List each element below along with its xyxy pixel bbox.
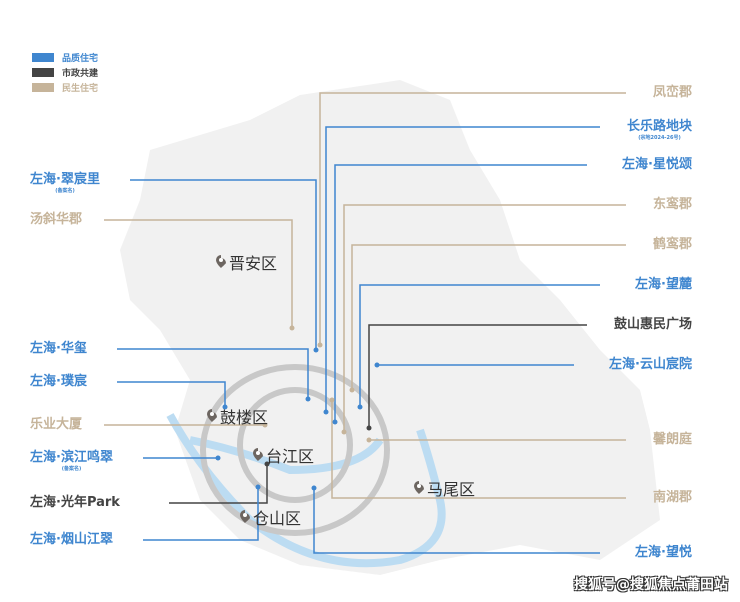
project-label: 左海·滨江鸣翠(备案名) [30, 450, 113, 472]
location-pin-icon [253, 446, 263, 465]
location-pin-icon [240, 508, 250, 527]
leader-line [343, 204, 626, 432]
project-label: 南湖郡 [652, 490, 692, 505]
project-marker [264, 461, 270, 467]
legend-item-livelihood: 民生住宅 [32, 80, 98, 95]
leader-line [331, 400, 626, 499]
project-label: 东鸾郡 [652, 197, 692, 212]
project-label: 左海·云山宸院 [609, 357, 692, 372]
leader-line [368, 324, 587, 428]
leader-line [319, 92, 626, 345]
legend-item-quality: 品质住宅 [32, 50, 98, 65]
district-taijiang: 台江区 [253, 443, 314, 467]
project-marker [215, 455, 221, 461]
leader-line [359, 284, 600, 407]
project-label: 左海·华玺 [30, 341, 87, 356]
project-marker [366, 425, 372, 431]
legend: 品质住宅 市政共建 民生住宅 [32, 50, 98, 95]
project-marker [289, 325, 295, 331]
project-label: 凤峦郡 [652, 85, 692, 100]
project-label: 左海·光年Park [30, 495, 120, 510]
project-marker [323, 409, 329, 415]
ring-road-inner [237, 387, 353, 503]
leader-line [351, 244, 626, 390]
project-label: 汤斜华郡 [30, 212, 83, 227]
leader-line [130, 179, 317, 350]
project-label: 左海·璞宸 [30, 374, 87, 389]
project-label: 左海·翠宸里(备案名) [30, 172, 100, 194]
project-marker [311, 485, 317, 491]
project-label: 鼓山惠民广场 [613, 317, 692, 332]
river [166, 413, 446, 568]
project-label: 乐业大厦 [30, 417, 83, 432]
project-marker [262, 422, 268, 428]
project-label: 馨朗庭 [652, 432, 692, 447]
project-marker [341, 429, 347, 435]
leader-line [325, 126, 600, 412]
district-gulou: 鼓楼区 [207, 404, 268, 428]
project-label: 左海·望悦 [635, 545, 692, 560]
project-marker [374, 362, 380, 368]
location-pin-icon [414, 479, 424, 498]
project-marker [332, 419, 338, 425]
project-label: 左海·星悦颂 [622, 157, 692, 172]
ring-road-outer [200, 364, 390, 536]
leader-line [104, 219, 293, 328]
project-label: 鹤鸾郡 [652, 237, 692, 252]
project-marker [305, 396, 311, 402]
leader-line [334, 164, 587, 422]
project-marker [255, 484, 261, 490]
project-marker [357, 404, 363, 410]
leader-line [117, 348, 309, 399]
land-area [120, 80, 660, 575]
district-cangshan: 仓山区 [240, 505, 301, 529]
project-marker [313, 347, 319, 353]
location-pin-icon [207, 407, 217, 426]
project-marker [222, 404, 228, 410]
district-mawei: 马尾区 [414, 476, 475, 500]
project-marker [366, 437, 372, 443]
project-label: 左海·烟山江翠 [30, 532, 113, 547]
location-pin-icon [216, 253, 226, 272]
project-label: 长乐路地块(宗地2024-26号) [626, 119, 692, 141]
project-marker [329, 397, 335, 403]
project-marker [317, 342, 323, 348]
leader-line [169, 464, 268, 504]
project-marker [349, 387, 355, 393]
district-jinan: 晋安区 [216, 250, 277, 274]
leader-line [313, 488, 600, 554]
legend-item-municipal: 市政共建 [32, 65, 98, 80]
watermark: 搜狐号@搜狐焦点莆田站 [574, 577, 728, 593]
leader-line [143, 487, 259, 541]
project-label: 左海·望麓 [635, 277, 692, 292]
leader-line [117, 381, 226, 407]
